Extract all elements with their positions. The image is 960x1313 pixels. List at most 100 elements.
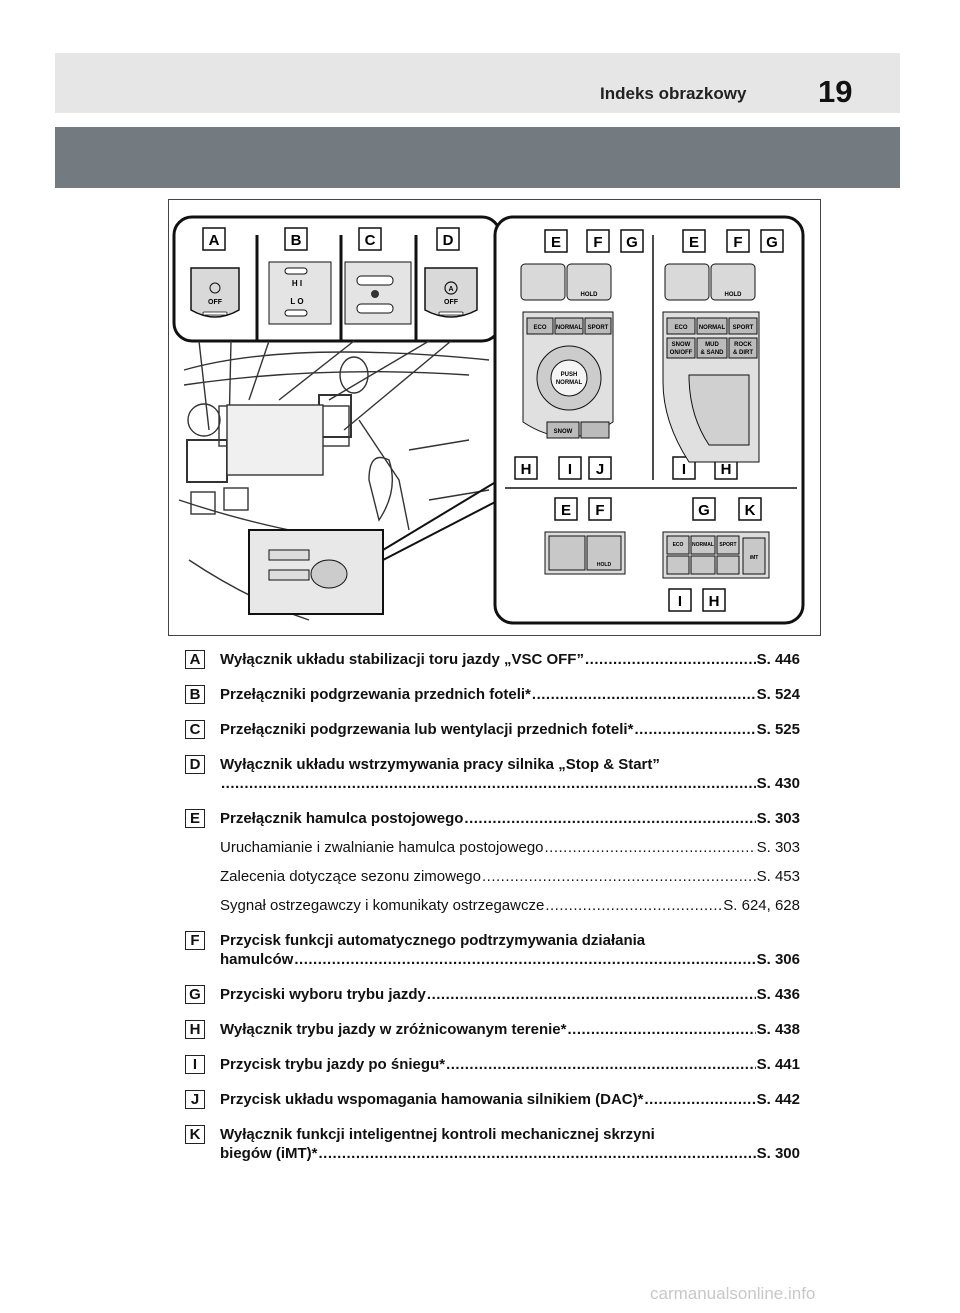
- svg-text:SNOW: SNOW: [554, 429, 573, 435]
- svg-text:A: A: [448, 286, 453, 293]
- svg-text:G: G: [698, 502, 710, 519]
- dashboard-sketch: [178, 340, 490, 621]
- svg-text:NORMAL: NORMAL: [699, 325, 726, 331]
- entry-c[interactable]: C Przełączniki podgrzewania lub wentylac…: [180, 720, 800, 739]
- svg-text:NORMAL: NORMAL: [692, 542, 714, 548]
- svg-text:OFF: OFF: [444, 299, 459, 306]
- svg-text:SPORT: SPORT: [719, 542, 736, 548]
- section-band: [55, 127, 900, 188]
- svg-text:ROCK: ROCK: [734, 342, 752, 348]
- entry-f[interactable]: F Przycisk funkcji automatycznego podtrz…: [180, 931, 800, 969]
- svg-text:MUD: MUD: [705, 342, 719, 348]
- svg-text:I: I: [678, 593, 682, 610]
- svg-text:NORMAL: NORMAL: [556, 325, 583, 331]
- entry-h[interactable]: H Wyłącznik trybu jazdy w zróżnicowanym …: [180, 1020, 800, 1039]
- svg-text:I: I: [568, 461, 572, 478]
- entry-badge: B: [185, 685, 205, 704]
- entry-badge: E: [185, 809, 205, 828]
- page-header-title: Indeks obrazkowy: [600, 84, 747, 103]
- seat-heater-switch: H I L O: [268, 261, 332, 325]
- dashboard-illustration: A B C D OFF H I L O: [168, 199, 821, 636]
- page-ref: S. 525: [756, 721, 800, 738]
- entry-badge: A: [185, 650, 205, 669]
- page-ref: S. 524: [756, 686, 800, 703]
- svg-text:SPORT: SPORT: [588, 325, 609, 331]
- svg-text:ECO: ECO: [533, 325, 546, 331]
- watermark: carmanualsonline.info: [650, 1284, 816, 1303]
- svg-text:F: F: [593, 234, 602, 251]
- svg-text:PUSH: PUSH: [561, 372, 578, 378]
- svg-text:HOLD: HOLD: [597, 562, 612, 568]
- svg-text:NORMAL: NORMAL: [556, 380, 583, 386]
- index-entries: A Wyłącznik układu stabilizacji toru jaz…: [180, 650, 800, 1179]
- page-ref: S. 438: [756, 1021, 800, 1038]
- page-number: 19: [818, 74, 853, 109]
- svg-text:H: H: [721, 461, 732, 478]
- svg-text:G: G: [766, 234, 778, 251]
- entry-a[interactable]: A Wyłącznik układu stabilizacji toru jaz…: [180, 650, 800, 669]
- page-ref: S. 303: [756, 810, 800, 827]
- callout-letters-top: A B C D: [202, 227, 460, 251]
- entry-badge: D: [185, 755, 205, 774]
- svg-text:HOLD: HOLD: [581, 292, 599, 298]
- svg-text:SNOW: SNOW: [672, 342, 691, 348]
- svg-text:H: H: [709, 593, 720, 610]
- drive-mode-buttons-panel: HOLD ECO NORMAL SPORT SNOW ON/OFF MUD & …: [662, 263, 760, 463]
- entry-badge: F: [185, 931, 205, 950]
- entry-badge: K: [185, 1125, 205, 1144]
- entry-sub: Zalecenia dotyczące sezonu zimowegoS. 45…: [220, 867, 800, 886]
- svg-text:iMT: iMT: [750, 555, 759, 561]
- page-ref: S. 430: [756, 775, 800, 792]
- callout-letter-c: C: [365, 232, 376, 249]
- entry-k[interactable]: K Wyłącznik funkcji inteligentnej kontro…: [180, 1125, 800, 1163]
- page-ref: S. 306: [756, 951, 800, 968]
- svg-text:F: F: [595, 502, 604, 519]
- entry-sub: Uruchamianie i zwalnianie hamulca postoj…: [220, 838, 800, 857]
- entry-badge: H: [185, 1020, 205, 1039]
- entry-b[interactable]: B Przełączniki podgrzewania przednich fo…: [180, 685, 800, 704]
- entry-sub: Sygnał ostrzegawczy i komunikaty ostrzeg…: [220, 896, 800, 915]
- svg-text:ECO: ECO: [673, 542, 684, 548]
- page-ref: S. 442: [756, 1091, 800, 1108]
- entry-badge: G: [185, 985, 205, 1004]
- callout-letter-b: B: [291, 232, 302, 249]
- svg-text:ON/OFF: ON/OFF: [670, 350, 693, 356]
- entry-d[interactable]: D Wyłącznik układu wstrzymywania pracy s…: [180, 755, 800, 793]
- seat-ventilation-switch: [344, 261, 412, 325]
- entry-e[interactable]: E Przełącznik hamulca postojowegoS. 303 …: [180, 809, 800, 915]
- entry-badge: C: [185, 720, 205, 739]
- entry-g[interactable]: G Przyciski wyboru trybu jazdyS. 436: [180, 985, 800, 1004]
- svg-text:OFF: OFF: [208, 299, 223, 306]
- svg-text:L O: L O: [290, 297, 303, 306]
- imt-panel: ECO NORMAL SPORT iMT: [662, 531, 770, 579]
- svg-text:E: E: [551, 234, 561, 251]
- svg-text:E: E: [561, 502, 571, 519]
- callout-letter-d: D: [443, 232, 454, 249]
- svg-text:& DIRT: & DIRT: [733, 350, 753, 356]
- stop-start-switch: A OFF: [424, 267, 478, 318]
- drive-mode-dial-panel: HOLD ECO NORMAL SPORT PUSH NORMAL SNOW: [520, 263, 614, 439]
- page-ref: S. 300: [756, 1145, 800, 1162]
- page-ref: S. 436: [756, 986, 800, 1003]
- svg-text:E: E: [689, 234, 699, 251]
- svg-text:SPORT: SPORT: [733, 325, 754, 331]
- entry-badge: I: [185, 1055, 205, 1074]
- callout-letter-a: A: [209, 232, 220, 249]
- svg-text:H: H: [521, 461, 532, 478]
- callout-letters-right: E F G E F G H I J I H E F G: [514, 229, 784, 612]
- entry-j[interactable]: J Przycisk układu wspomagania hamowania …: [180, 1090, 800, 1109]
- svg-text:HOLD: HOLD: [725, 292, 743, 298]
- svg-text:G: G: [626, 234, 638, 251]
- parking-brake-panel: HOLD: [544, 531, 626, 575]
- svg-text:ECO: ECO: [674, 325, 687, 331]
- vsc-off-switch: OFF: [190, 267, 240, 318]
- svg-text:K: K: [745, 502, 756, 519]
- svg-text:& SAND: & SAND: [700, 350, 724, 356]
- header-band: [55, 53, 900, 113]
- entry-i[interactable]: I Przycisk trybu jazdy po śniegu*S. 441: [180, 1055, 800, 1074]
- page-ref: S. 446: [756, 651, 800, 668]
- svg-text:H I: H I: [292, 279, 302, 288]
- svg-text:F: F: [733, 234, 742, 251]
- entry-badge: J: [185, 1090, 205, 1109]
- svg-text:J: J: [596, 461, 604, 478]
